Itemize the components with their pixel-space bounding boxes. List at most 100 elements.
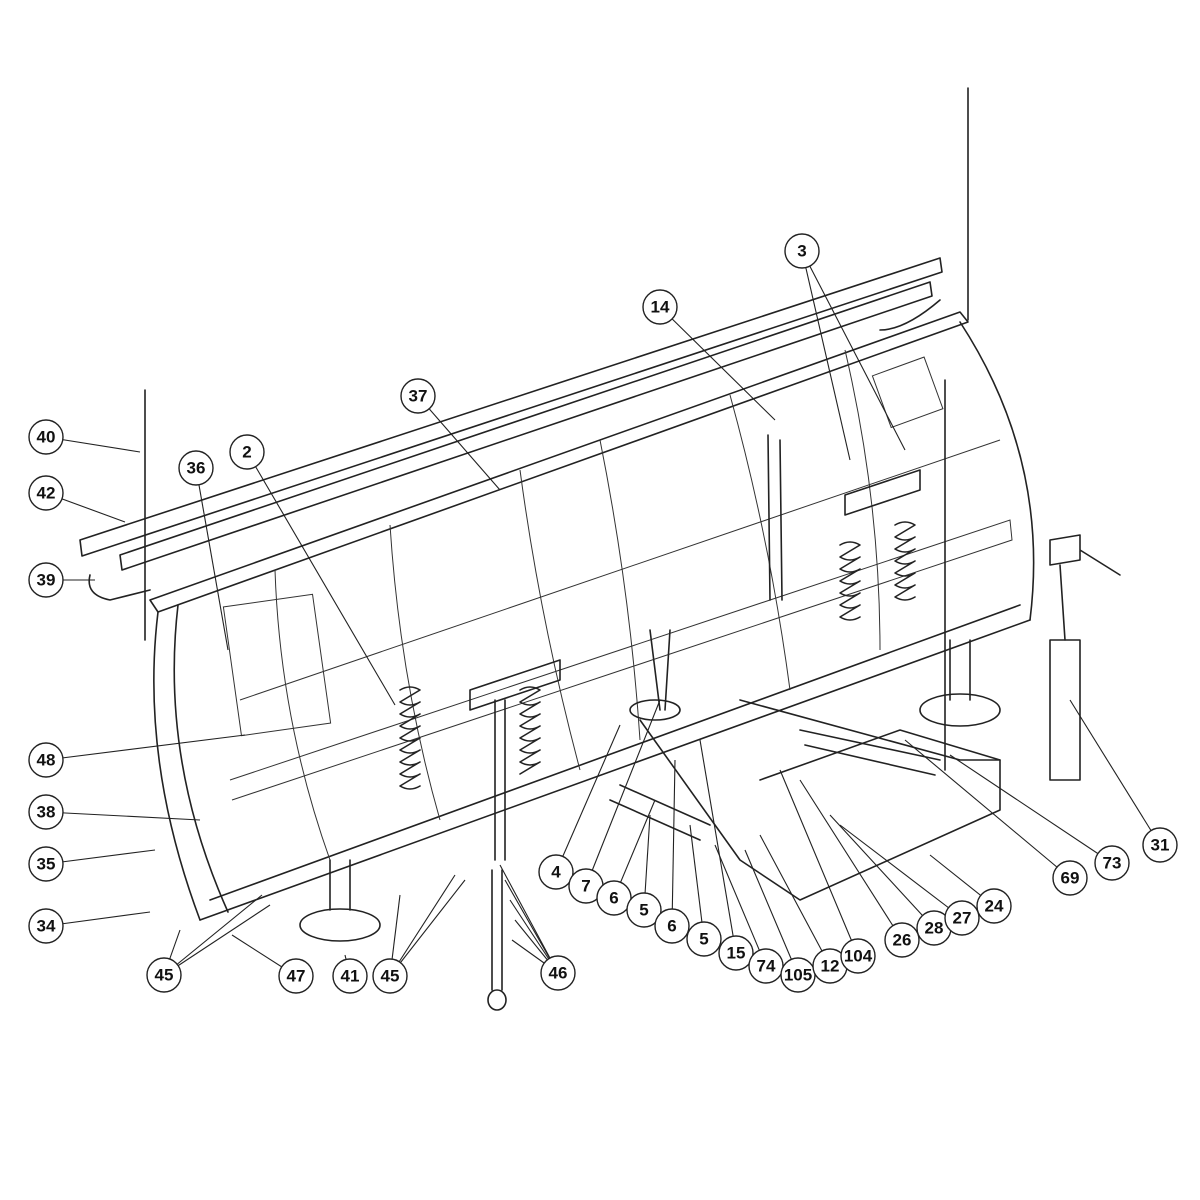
callout-number: 31 <box>1151 836 1170 855</box>
callout-circle <box>884 922 920 958</box>
callout-circle <box>718 935 754 971</box>
leader-line <box>389 879 466 977</box>
callout-45: 45 <box>146 957 182 993</box>
callout-circle <box>1142 827 1178 863</box>
callout-31: 31 <box>1142 827 1178 863</box>
callout-5: 5 <box>686 921 722 957</box>
a-frame <box>609 629 1001 901</box>
callout-45: 45 <box>372 958 408 994</box>
leader-line <box>779 769 859 957</box>
callout-number: 46 <box>549 964 568 983</box>
leader-line <box>585 699 661 887</box>
callout-number: 38 <box>37 803 56 822</box>
leader-line <box>555 724 621 873</box>
callout-42: 42 <box>28 475 64 511</box>
callout-circle <box>626 892 662 928</box>
leader-line <box>163 904 271 976</box>
callout-number: 14 <box>651 298 670 317</box>
callout-number: 6 <box>667 917 676 936</box>
callout-number: 3 <box>797 242 806 261</box>
callout-circle <box>784 233 820 269</box>
leader-line <box>759 834 831 967</box>
callout-39: 39 <box>28 562 64 598</box>
callout-number: 7 <box>581 877 590 896</box>
leader-line <box>45 811 201 821</box>
callout-circle <box>229 434 265 470</box>
callout-circle <box>642 289 678 325</box>
leader-line <box>163 894 263 976</box>
callout-74: 74 <box>748 948 784 984</box>
callout-number: 69 <box>1061 869 1080 888</box>
callout-36: 36 <box>178 450 214 486</box>
callout-12: 12 <box>812 948 848 984</box>
callout-14: 14 <box>642 289 678 325</box>
leader-line <box>744 849 799 976</box>
cutting-edge-rails <box>79 257 943 601</box>
leader-line <box>504 879 559 974</box>
callout-number: 6 <box>609 889 618 908</box>
leader-line <box>613 799 656 899</box>
callout-5: 5 <box>626 892 662 928</box>
callout-47: 47 <box>278 958 314 994</box>
callout-3: 3 <box>784 233 820 269</box>
leader-line <box>801 250 851 461</box>
callout-104: 104 <box>840 938 876 974</box>
callout-number: 39 <box>37 571 56 590</box>
callout-circle <box>654 908 690 944</box>
callout-73: 73 <box>1094 845 1130 881</box>
callout-40: 40 <box>28 419 64 455</box>
leader-line <box>801 250 906 451</box>
leader-line <box>659 306 776 421</box>
leader-line <box>671 759 676 927</box>
leader-line <box>389 874 456 977</box>
callout-number: 35 <box>37 855 56 874</box>
callout-number: 37 <box>409 387 428 406</box>
leader-line <box>949 754 1113 864</box>
callout-number: 73 <box>1103 854 1122 873</box>
moldboard <box>149 311 1035 921</box>
leader-lines <box>45 250 1161 977</box>
leader-line <box>45 849 156 865</box>
callout-circle <box>28 846 64 882</box>
callout-number: 4 <box>551 863 561 882</box>
leader-line <box>195 467 229 651</box>
callout-15: 15 <box>718 935 754 971</box>
antennas <box>144 87 969 771</box>
callout-circle <box>686 921 722 957</box>
callout-circle <box>540 955 576 991</box>
callout-number: 104 <box>844 947 873 966</box>
callout-circle <box>278 958 314 994</box>
leader-line <box>45 734 246 761</box>
leader-line <box>1069 699 1161 846</box>
leader-line <box>799 779 903 941</box>
callout-circle <box>400 378 436 414</box>
callout-105: 105 <box>780 957 816 993</box>
callout-circle <box>146 957 182 993</box>
callout-4: 4 <box>538 854 574 890</box>
callout-35: 35 <box>28 846 64 882</box>
springs <box>399 434 916 790</box>
leader-line <box>689 824 705 940</box>
callout-6: 6 <box>654 908 690 944</box>
callout-34: 34 <box>28 908 64 944</box>
callout-2: 2 <box>229 434 265 470</box>
callout-number: 41 <box>341 967 360 986</box>
callout-28: 28 <box>916 910 952 946</box>
callout-6: 6 <box>596 880 632 916</box>
callout-number: 36 <box>187 459 206 478</box>
callout-number: 2 <box>242 443 251 462</box>
leader-line <box>904 739 1071 879</box>
callout-circle <box>840 938 876 974</box>
callout-48: 48 <box>28 742 64 778</box>
leader-line <box>417 395 501 491</box>
callout-number: 15 <box>727 944 746 963</box>
callout-circle <box>28 794 64 830</box>
callout-number: 74 <box>757 957 776 976</box>
callout-circle <box>944 900 980 936</box>
callout-number: 45 <box>155 966 174 985</box>
callout-number: 45 <box>381 967 400 986</box>
callout-number: 47 <box>287 967 306 986</box>
callout-37: 37 <box>400 378 436 414</box>
callout-number: 27 <box>953 909 972 928</box>
